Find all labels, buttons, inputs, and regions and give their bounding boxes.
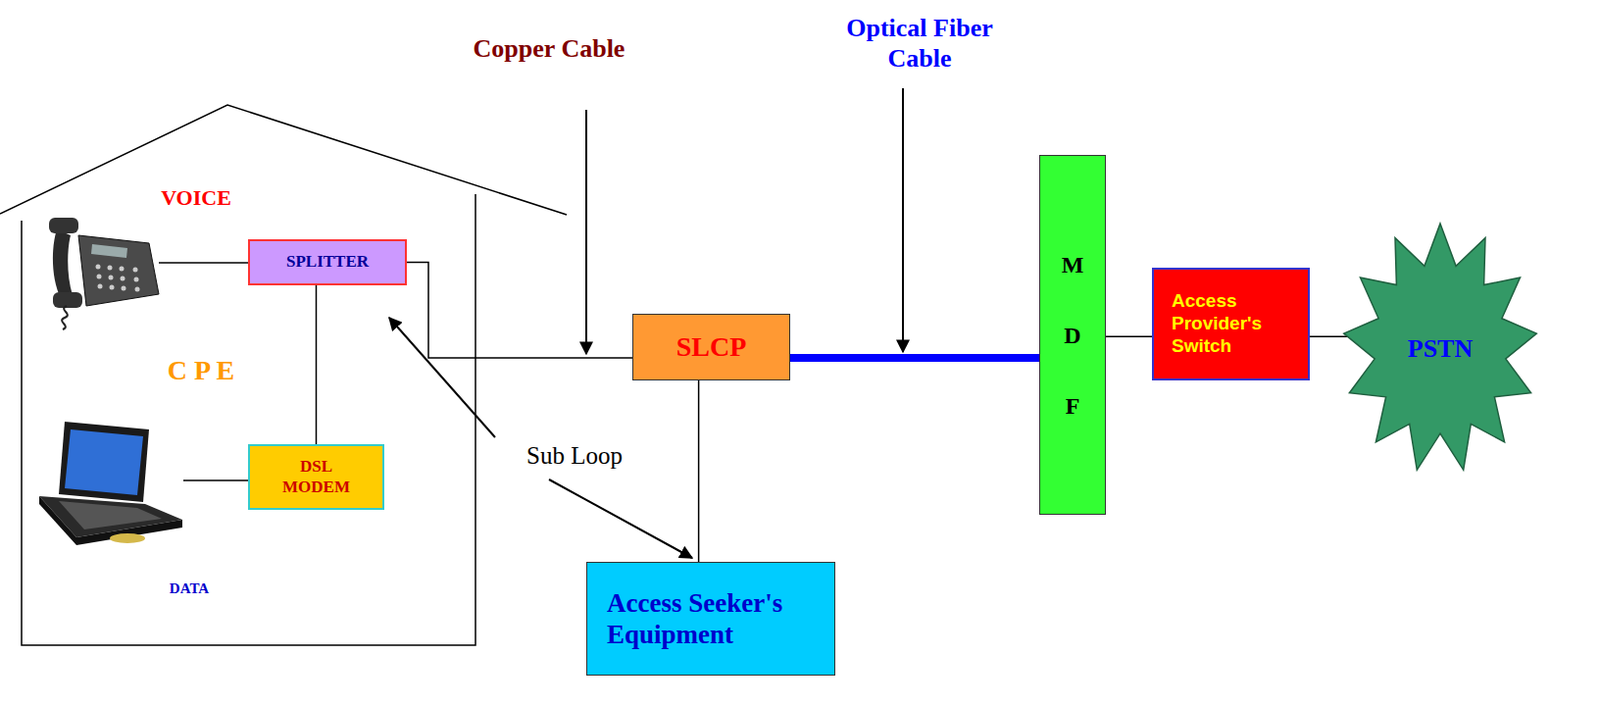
laptop-icon — [39, 421, 183, 546]
callout-label: Sub Loop — [526, 441, 623, 471]
house-outline: VOICE C P E DATA SPLITTER DSL MODEM — [0, 101, 569, 648]
telephone-icon — [49, 217, 159, 330]
wire — [1105, 335, 1152, 338]
house-wall — [0, 104, 567, 215]
pstn-cloud: PSTN — [1343, 223, 1538, 474]
slcp-box: SLCP — [632, 313, 791, 381]
leader-arrow — [389, 317, 496, 438]
pstn-cloud-text: PSTN — [1407, 333, 1473, 364]
mdf-frame: M D F — [1039, 154, 1106, 515]
equipment-box-text: Access Seeker's Equipment — [606, 587, 828, 651]
leader-arrow — [549, 479, 693, 558]
switch-box-text: Access Provider's Switch — [1171, 290, 1285, 357]
wire — [315, 285, 318, 445]
copper-wire — [406, 262, 633, 358]
house-wall — [21, 194, 476, 646]
modem-box-text: DSL MODEM — [277, 456, 356, 498]
splitter-box: SPLITTER — [248, 239, 407, 286]
splitter-box-text: SPLITTER — [286, 251, 369, 272]
equipment-box: Access Seeker's Equipment — [586, 561, 836, 676]
leader-arrow — [901, 88, 904, 352]
fiber-cable — [790, 353, 1040, 362]
slcp-box-text: SLCP — [676, 330, 748, 364]
switch-box: Access Provider's Switch — [1151, 267, 1310, 381]
phone-wire — [158, 261, 249, 264]
star-shape — [1344, 223, 1538, 470]
wire — [698, 380, 700, 562]
mdf-frame-text: M D F — [1060, 229, 1085, 442]
leader-arrow — [585, 109, 588, 354]
cpe-label: C P E — [167, 353, 235, 388]
voice-label: VOICE — [160, 185, 232, 211]
modem-box: DSL MODEM — [248, 444, 385, 510]
laptop-wire — [183, 479, 249, 482]
cable-label: Copper Cable — [473, 33, 626, 64]
house-outline — [0, 101, 569, 648]
cable-label: Optical Fiber Cable — [826, 12, 1013, 74]
data-label: DATA — [169, 579, 209, 598]
